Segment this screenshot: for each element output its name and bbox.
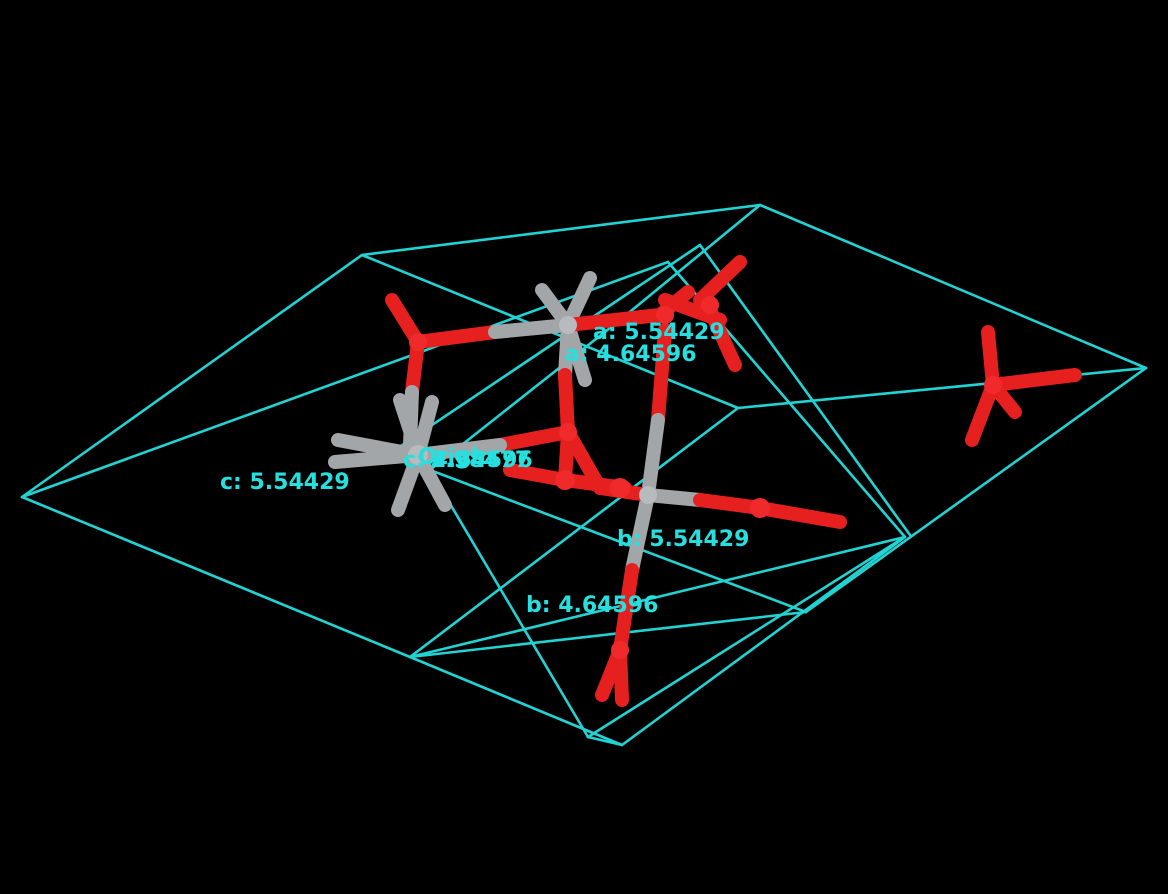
molecule[interactable] (328, 255, 1082, 707)
bond (411, 438, 507, 462)
bond (411, 325, 502, 349)
cell-edge (20, 260, 670, 499)
oxygen-atom[interactable] (409, 333, 427, 351)
label-c1: c: 5.54429 (220, 470, 350, 495)
cell-edge (618, 203, 762, 322)
bond (965, 378, 1000, 447)
oxygen-atom[interactable] (701, 296, 719, 314)
cell-edge (698, 243, 912, 537)
bond (693, 255, 747, 307)
oxygen-atom[interactable] (610, 478, 630, 498)
label-b1: b: 5.54429 (617, 527, 749, 552)
cell-edge (758, 203, 1148, 370)
bond (641, 413, 665, 502)
cell-edge (428, 468, 808, 614)
label-c2: c: 4.64596 (403, 448, 533, 473)
bond (658, 293, 727, 327)
cell-edge (620, 535, 907, 747)
cell-edge (408, 655, 624, 747)
label-gamma: 2.98477 (430, 448, 530, 473)
cell-edge (408, 610, 808, 659)
label-origin: Origin (418, 445, 494, 470)
label-a2: a: 4.64596 (565, 342, 697, 367)
cell-labels: a: 5.54429 a: 4.64596 c: 5.54429 c: 4.64… (220, 320, 749, 618)
cell-edge (428, 468, 590, 739)
bond (328, 448, 425, 469)
oxygen-atom[interactable] (984, 376, 1002, 394)
cell-edge (586, 538, 902, 739)
bond (488, 318, 575, 339)
bond (625, 488, 655, 577)
bond (753, 501, 847, 529)
cell-edge (20, 495, 412, 659)
silicon-atom[interactable] (639, 486, 657, 504)
cell-edge (20, 253, 364, 499)
bond (493, 425, 575, 452)
cell-edge (360, 203, 762, 257)
cell-edge (804, 366, 1148, 614)
bond (986, 368, 1082, 392)
oxygen-atom[interactable] (559, 423, 577, 441)
bond (613, 563, 639, 657)
silicon-atom[interactable] (408, 445, 428, 465)
oxygen-atom[interactable] (611, 641, 629, 659)
silicon-atom[interactable] (559, 316, 577, 334)
oxygen-atom[interactable] (555, 470, 575, 490)
oxygen-atom[interactable] (656, 306, 674, 324)
bond (693, 493, 767, 515)
cell-edge (408, 406, 740, 659)
cell-edge (586, 735, 624, 747)
oxygen-atom[interactable] (750, 498, 770, 518)
bond (651, 323, 672, 427)
label-b2: b: 4.64596 (526, 593, 658, 618)
bond (561, 308, 667, 332)
bond (558, 368, 575, 439)
label-a1: a: 5.54429 (593, 320, 725, 345)
cell-edge (408, 535, 907, 659)
